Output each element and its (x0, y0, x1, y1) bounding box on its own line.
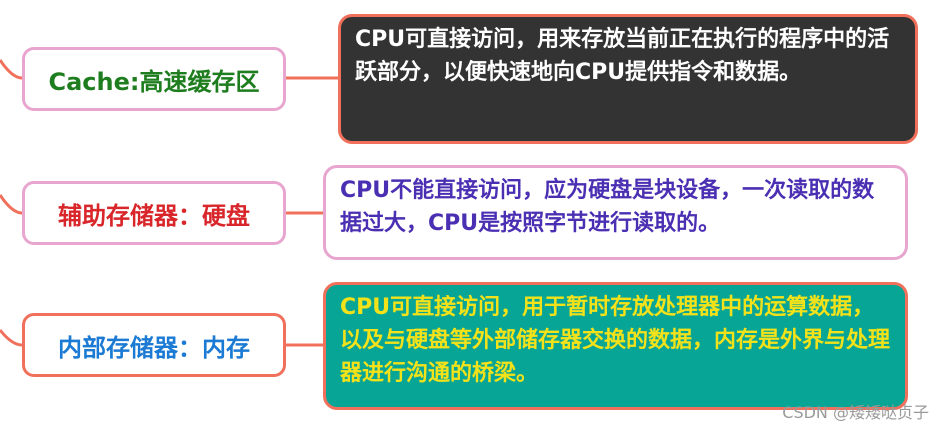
desc-memory: CPU可直接访问，用于暂时存放处理器中的运算数据，以及与硬盘等外部储存器交换的数… (323, 282, 908, 410)
node-disk: 辅助存储器：硬盘 (22, 181, 286, 245)
node-cache: Cache:高速缓存区 (22, 47, 286, 111)
connector-root-disk (0, 194, 23, 215)
node-memory: 内部存储器：内存 (22, 313, 286, 377)
desc-disk-text: CPU不能直接访问，应为硬盘是块设备，一次读取的数据过大，CPU是按照字节进行读… (340, 178, 875, 236)
connector-root-cache (0, 59, 23, 80)
node-disk-label: 辅助存储器：硬盘 (58, 201, 250, 230)
connector-root-memory (0, 329, 23, 347)
desc-cache: CPU可直接访问，用来存放当前正在执行的程序中的活跃部分，以便快速地向CPU提供… (338, 14, 918, 144)
node-memory-label: 内部存储器：内存 (58, 333, 250, 362)
node-cache-label: Cache:高速缓存区 (48, 67, 260, 96)
watermark: CSDN @矮矮哒贞子 (782, 403, 929, 422)
desc-cache-text: CPU可直接访问，用来存放当前正在执行的程序中的活跃部分，以便快速地向CPU提供… (355, 27, 890, 85)
desc-memory-text: CPU可直接访问，用于暂时存放处理器中的运算数据，以及与硬盘等外部储存器交换的数… (340, 295, 891, 386)
desc-disk: CPU不能直接访问，应为硬盘是块设备，一次读取的数据过大，CPU是按照字节进行读… (323, 165, 908, 260)
